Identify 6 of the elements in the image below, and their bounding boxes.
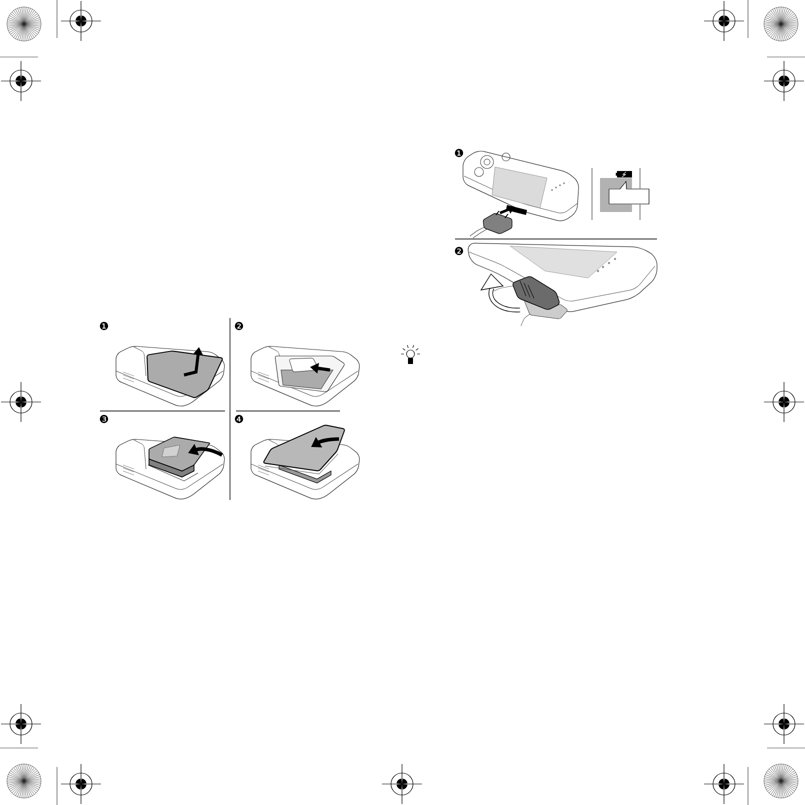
step-number: ❷	[454, 246, 464, 256]
step-number: ❶	[100, 322, 108, 330]
step-number: ❹	[234, 414, 244, 424]
step-number: ❸	[100, 414, 108, 424]
step-number: ❷	[234, 322, 244, 330]
step-number: ❶	[454, 148, 464, 158]
